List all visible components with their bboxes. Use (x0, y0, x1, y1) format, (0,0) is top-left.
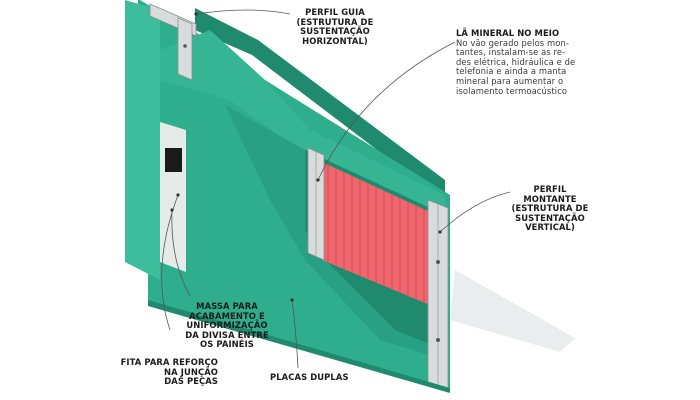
label-la-mineral: LÃ MINERAL NO MEIO No vão gerado pelos m… (456, 28, 586, 96)
board-bottom-edge (148, 300, 450, 393)
leader-dots (170, 12, 442, 302)
la-mineral-line-1: No vão gerado pelos mon- (456, 37, 570, 48)
la-mineral-title: LÃ MINERAL NO MEIO (456, 28, 560, 38)
la-mineral-line-6: isolamento termoacústico (456, 85, 568, 96)
label-fita: FITA PARA REFORÇO NA JUNÇÃO DAS PEÇAS (118, 357, 218, 387)
top-guide-profile (149, 3, 197, 81)
fita-line-3: DAS PEÇAS (164, 376, 218, 387)
perfil-guia-line-1: PERFIL GUIA (305, 7, 365, 17)
massa-line-5: OS PAINÉIS (200, 339, 254, 350)
floor-shadow (450, 270, 575, 352)
label-placas-duplas: PLACAS DUPLAS (270, 372, 349, 383)
mineral-wool (322, 162, 430, 305)
perfil-montante-line-2: MONTANTE (523, 193, 577, 204)
perfil-montante-line-5: VERTICAL) (525, 222, 575, 233)
perfil-montante-line-3: (ESTRUTURA DE (511, 203, 589, 214)
placas-duplas-text: PLACAS DUPLAS (270, 372, 349, 382)
fita-line-1: FITA PARA REFORÇO (120, 357, 218, 367)
electrical-outlet (165, 148, 182, 172)
perfil-montante-line-1: PERFIL (533, 184, 567, 194)
label-perfil-guia: PERFIL GUIA (ESTRUTURA DE SUSTENTAÇÃO HO… (290, 7, 380, 46)
la-mineral-line-4: telefonia e ainda a manta (456, 66, 567, 77)
label-massa: MASSA PARA ACABAMENTO E UNIFORMIZAÇÃO DA… (182, 301, 272, 350)
la-mineral-line-2: tantes, instalam-se as re- (456, 47, 566, 58)
perfil-montante-line-4: SUSTENTAÇÃO (515, 212, 585, 223)
massa-line-3: UNIFORMIZAÇÃO (186, 320, 268, 331)
label-perfil-montante: PERFIL MONTANTE (ESTRUTURA DE SUSTENTAÇÃ… (505, 184, 595, 233)
la-mineral-line-5: mineral para aumentar o (456, 75, 564, 86)
massa-line-2: ACABAMENTO E (189, 310, 265, 321)
massa-line-1: MASSA PARA (196, 301, 258, 311)
perfil-guia-line-3: SUSTENTAÇÃO (300, 26, 370, 37)
la-mineral-line-3: des elétrica, hidráulica e de (456, 56, 576, 67)
left-board-strip (125, 0, 160, 280)
perfil-guia-line-4: HORIZONTAL) (302, 35, 368, 46)
massa-line-4: DA DIVISA ENTRE (185, 329, 269, 340)
perfil-guia-line-2: (ESTRUTURA DE (296, 16, 374, 27)
stud-left (307, 147, 325, 261)
stud-right (427, 199, 449, 393)
upper-board-layer (160, 30, 445, 215)
fita-line-2: NA JUNÇÃO (164, 366, 218, 377)
